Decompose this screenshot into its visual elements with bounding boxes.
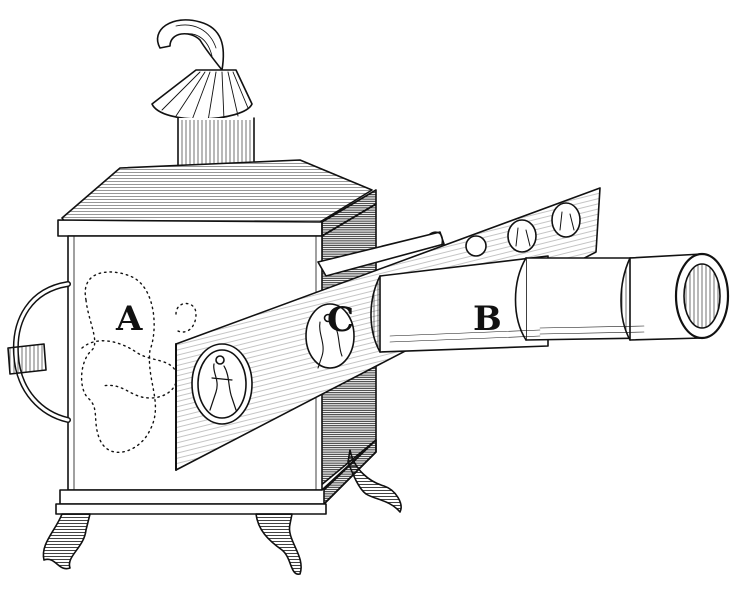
lamp-house-roof — [57, 159, 377, 237]
lantern-feet — [42, 449, 402, 575]
slide-roundel-2 — [305, 303, 355, 369]
slide-roundel-4 — [551, 202, 581, 238]
slide-roundel-1 — [191, 343, 253, 425]
slide-roundel-5 — [465, 235, 487, 257]
chimney-finial — [151, 19, 263, 189]
label-a-lamp-house: A — [116, 299, 143, 339]
lens-tube — [370, 252, 730, 353]
lamp-house-base — [55, 439, 377, 515]
lantern-handle — [7, 281, 71, 423]
label-c-slide: C — [327, 300, 355, 340]
slide-roundel-3 — [507, 219, 537, 253]
label-b-lens-tube: B — [473, 299, 502, 339]
